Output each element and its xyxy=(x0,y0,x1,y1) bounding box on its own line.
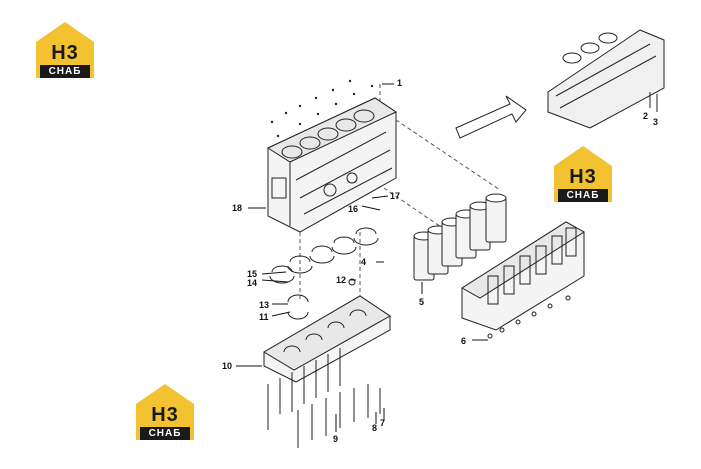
callout-4: 4 xyxy=(361,257,367,267)
callout-16: 16 xyxy=(348,204,359,214)
locating-pins xyxy=(270,79,374,138)
ladder-bolts xyxy=(267,348,381,448)
bearing-shells-upper xyxy=(269,227,379,284)
callout-11: 11 xyxy=(259,312,269,322)
assembly-lines xyxy=(299,84,501,300)
crankcase-side-view xyxy=(461,221,585,339)
brand-name: СНАБ xyxy=(40,65,90,78)
callout-18: 18 xyxy=(232,203,243,213)
callout-15: 15 xyxy=(247,269,258,279)
brand-name: СНАБ xyxy=(558,189,608,202)
callout-leaders xyxy=(236,83,488,432)
house-roof-icon xyxy=(36,22,94,78)
house-roof-icon xyxy=(136,384,194,440)
callout-3: 3 xyxy=(653,117,659,127)
callout-2: 2 xyxy=(643,111,649,121)
callout-7: 7 xyxy=(380,418,386,428)
callout-5: 5 xyxy=(419,297,425,307)
callout-12: 12 xyxy=(336,275,347,285)
brand-logo-middle-right: H3 СНАБ xyxy=(552,144,614,204)
cylinder-block xyxy=(266,97,398,233)
callout-6: 6 xyxy=(461,336,467,346)
brand-logo-top-left: H3 СНАБ xyxy=(34,20,96,80)
cylinder-liners xyxy=(413,193,507,281)
callout-1: 1 xyxy=(397,78,403,88)
callout-17: 17 xyxy=(390,191,401,201)
bearing-ladder xyxy=(263,278,391,383)
callout-9: 9 xyxy=(333,434,339,444)
callout-10: 10 xyxy=(222,361,233,371)
brand-name: СНАБ xyxy=(140,427,190,440)
brand-logo-bottom-left: H3 СНАБ xyxy=(134,382,196,442)
brand-mark: H3 xyxy=(569,166,597,188)
cylinder-block-detail xyxy=(547,29,665,129)
callout-13: 13 xyxy=(259,300,270,310)
callout-14: 14 xyxy=(247,278,258,288)
brand-mark: H3 xyxy=(51,42,79,64)
brand-mark: H3 xyxy=(151,404,179,426)
direction-arrow xyxy=(455,95,527,139)
thrust-washers xyxy=(287,294,309,320)
callout-8: 8 xyxy=(372,423,378,433)
house-roof-icon xyxy=(554,146,612,202)
